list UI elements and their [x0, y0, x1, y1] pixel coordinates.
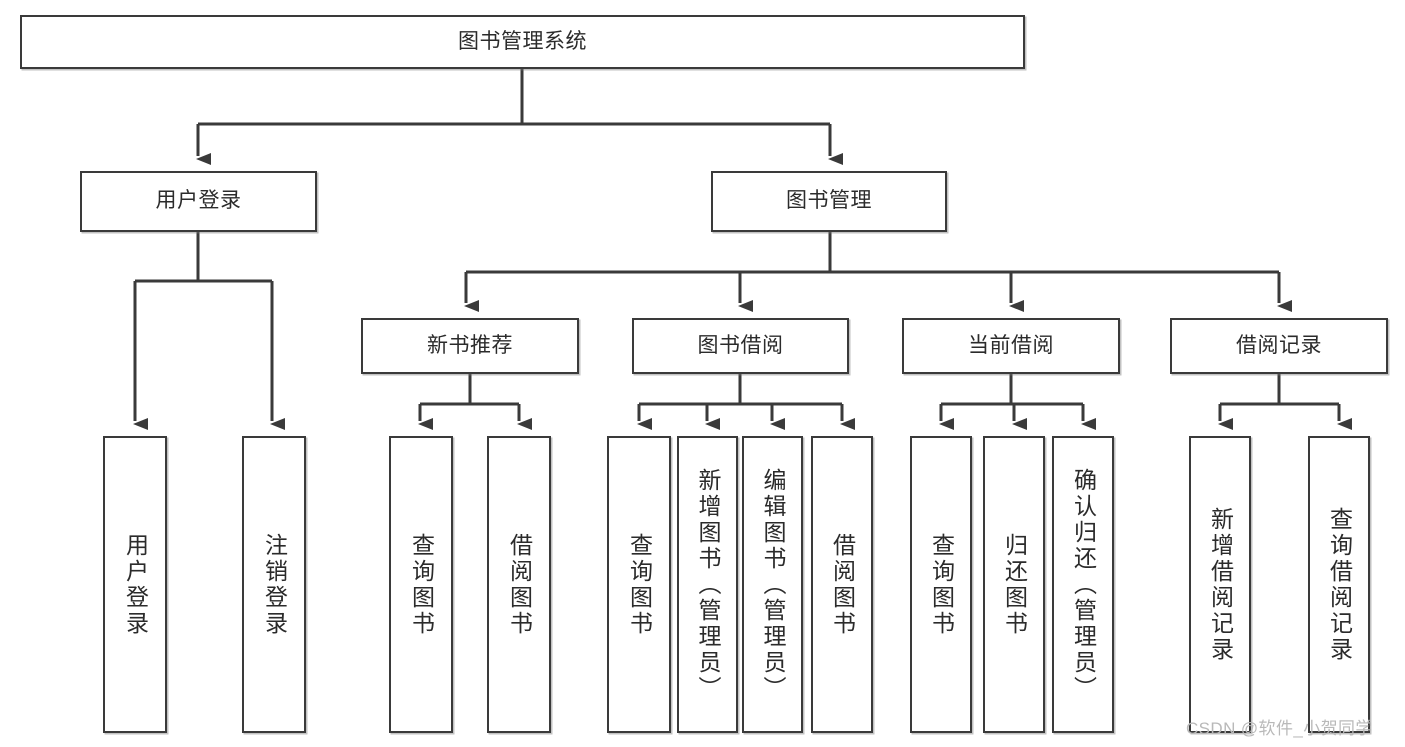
node-borrow-record[interactable]: 借阅记录: [1170, 318, 1388, 374]
leaf-query-book-borrow[interactable]: 查询图书: [607, 436, 671, 733]
leaf-logout-label: 注销登录: [261, 532, 288, 637]
node-user-login[interactable]: 用户登录: [80, 171, 317, 232]
leaf-borrow-book-recommend-label: 借阅图书: [506, 532, 533, 637]
leaf-add-borrow-record-label: 新增借阅记录: [1207, 506, 1234, 663]
leaf-return-book-label: 归还图书: [1001, 532, 1028, 637]
node-book-management-label: 图书管理: [786, 189, 872, 213]
leaf-add-borrow-record[interactable]: 新增借阅记录: [1189, 436, 1251, 733]
leaf-add-book-admin[interactable]: 新增图书（管理员）: [677, 436, 738, 733]
leaf-edit-book-admin[interactable]: 编辑图书（管理员）: [742, 436, 803, 733]
leaf-borrow-book-label: 借阅图书: [829, 532, 856, 637]
csdn-watermark: CSDN @软件_小贺同学: [1186, 719, 1373, 738]
leaf-borrow-book-recommend[interactable]: 借阅图书: [487, 436, 551, 733]
node-current-borrow[interactable]: 当前借阅: [902, 318, 1120, 374]
node-root[interactable]: 图书管理系统: [20, 15, 1025, 69]
leaf-query-book-recommend[interactable]: 查询图书: [389, 436, 453, 733]
node-book-management[interactable]: 图书管理: [711, 171, 947, 232]
node-new-book-recommend-label: 新书推荐: [427, 333, 513, 357]
leaf-confirm-return-admin-label: 确认归还（管理员）: [1070, 467, 1097, 702]
leaf-edit-book-admin-label: 编辑图书（管理员）: [760, 467, 786, 702]
leaf-query-book-current-label: 查询图书: [928, 532, 955, 637]
leaf-logout[interactable]: 注销登录: [242, 436, 306, 733]
leaf-query-borrow-record[interactable]: 查询借阅记录: [1308, 436, 1370, 733]
leaf-confirm-return-admin[interactable]: 确认归还（管理员）: [1052, 436, 1114, 733]
node-root-label: 图书管理系统: [458, 29, 587, 53]
node-borrow-record-label: 借阅记录: [1236, 333, 1322, 357]
node-user-login-label: 用户登录: [155, 189, 242, 213]
leaf-return-book[interactable]: 归还图书: [983, 436, 1045, 733]
leaf-query-borrow-record-label: 查询借阅记录: [1326, 506, 1353, 663]
leaf-query-book-current[interactable]: 查询图书: [910, 436, 972, 733]
node-book-borrow-label: 图书借阅: [697, 333, 784, 357]
leaf-add-book-admin-label: 新增图书（管理员）: [695, 467, 721, 702]
leaf-user-login[interactable]: 用户登录: [103, 436, 167, 733]
leaf-query-book-recommend-label: 查询图书: [408, 532, 435, 637]
node-book-borrow[interactable]: 图书借阅: [632, 318, 849, 374]
leaf-user-login-label: 用户登录: [122, 532, 149, 637]
leaf-query-book-borrow-label: 查询图书: [626, 532, 653, 637]
node-new-book-recommend[interactable]: 新书推荐: [361, 318, 579, 374]
node-current-borrow-label: 当前借阅: [968, 333, 1054, 357]
leaf-borrow-book[interactable]: 借阅图书: [811, 436, 873, 733]
